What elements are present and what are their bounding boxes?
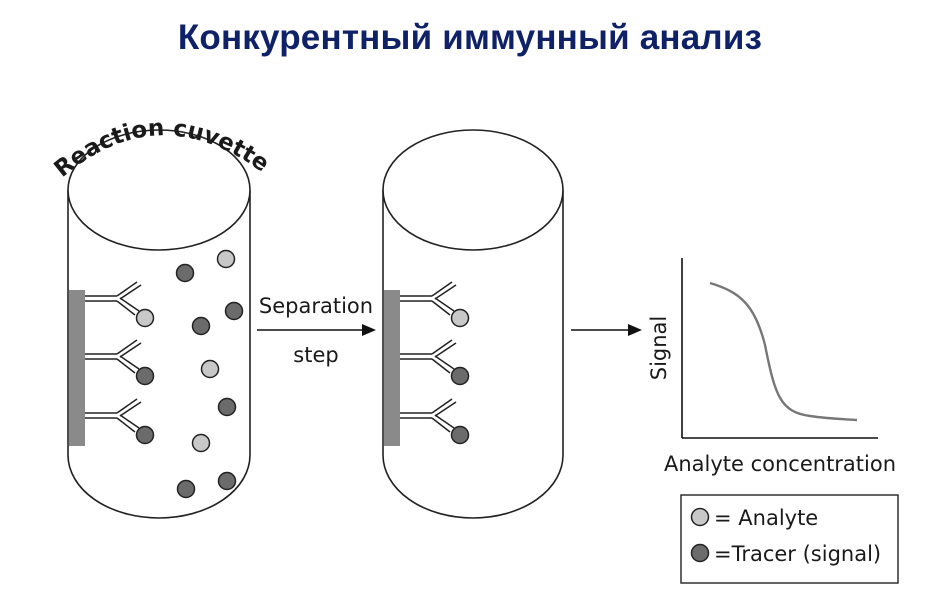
dose-response-curve [709, 281, 858, 422]
cuvette2-antibody-3 [400, 398, 470, 445]
antibody-upper-arm [116, 339, 142, 358]
page-title: Конкурентный иммунный анализ [177, 18, 763, 57]
cuvette-2-body [382, 190, 564, 519]
reaction-cuvette-1 [67, 129, 251, 519]
result-arrow-head [628, 324, 642, 336]
legend-tracer-label: =Tracer (signal) [714, 542, 881, 566]
free-analyte-particle [191, 433, 211, 453]
antibodies [85, 281, 470, 445]
free-tracer-particle [175, 263, 195, 283]
graph-ylabel: Signal [647, 316, 671, 381]
antibody-lower-arm [116, 355, 140, 374]
antibody-lower-arm [431, 355, 455, 374]
legend-tracer-marker [690, 543, 710, 563]
free-tracer-particle [176, 479, 196, 499]
free-analyte-particle [200, 359, 220, 379]
antibody-lower-arm [116, 414, 140, 433]
cuvette-2-top [382, 129, 564, 251]
reaction-cuvette-2 [382, 129, 564, 519]
free-tracer-particle [191, 316, 211, 336]
bound-tracer-particle [450, 366, 470, 386]
separation-arrow-head [362, 324, 376, 336]
legend: = Analyte =Tracer (signal) [680, 494, 899, 584]
antibody-stem [400, 295, 432, 302]
cuvette2-antibody-1 [400, 281, 470, 328]
graph-xlabel: Analyte concentration [664, 452, 896, 476]
antibody-stem [85, 353, 117, 360]
antibody-stem [400, 353, 432, 360]
solid-phase-wall-2 [384, 290, 400, 446]
cuvette1-antibody-2 [85, 339, 155, 386]
cuvette-1-top [67, 129, 251, 251]
antibody-stem [85, 412, 117, 419]
antibody-stem [400, 412, 432, 419]
solid-phase-wall-1 [69, 290, 85, 446]
cuvette1-antibody-3 [85, 398, 155, 445]
cuvette2-antibody-2 [400, 339, 470, 386]
cuvette1-antibody-1 [85, 281, 155, 328]
antibody-upper-arm [431, 281, 457, 300]
legend-box [680, 494, 899, 584]
free-analyte-particle [216, 249, 236, 269]
legend-analyte-marker [690, 507, 710, 527]
antibody-upper-arm [116, 281, 142, 300]
antibody-lower-arm [116, 297, 140, 316]
bound-tracer-particle [450, 425, 470, 445]
antibody-stem [85, 295, 117, 302]
free-particles [175, 249, 244, 499]
separation-label: Separation [259, 294, 373, 318]
bound-tracer-particle [135, 425, 155, 445]
signal-graph: Signal Analyte concentration [647, 258, 896, 476]
bound-analyte-particle [135, 308, 155, 328]
antibody-upper-arm [431, 339, 457, 358]
bound-tracer-particle [135, 366, 155, 386]
antibody-upper-arm [116, 398, 142, 417]
legend-analyte-label: = Analyte [714, 506, 818, 530]
free-tracer-particle [224, 301, 244, 321]
free-tracer-particle [217, 471, 237, 491]
antibody-upper-arm [431, 398, 457, 417]
antibody-lower-arm [431, 414, 455, 433]
free-tracer-particle [217, 397, 237, 417]
bound-analyte-particle [450, 308, 470, 328]
antibody-lower-arm [431, 297, 455, 316]
step-label: step [293, 343, 338, 367]
